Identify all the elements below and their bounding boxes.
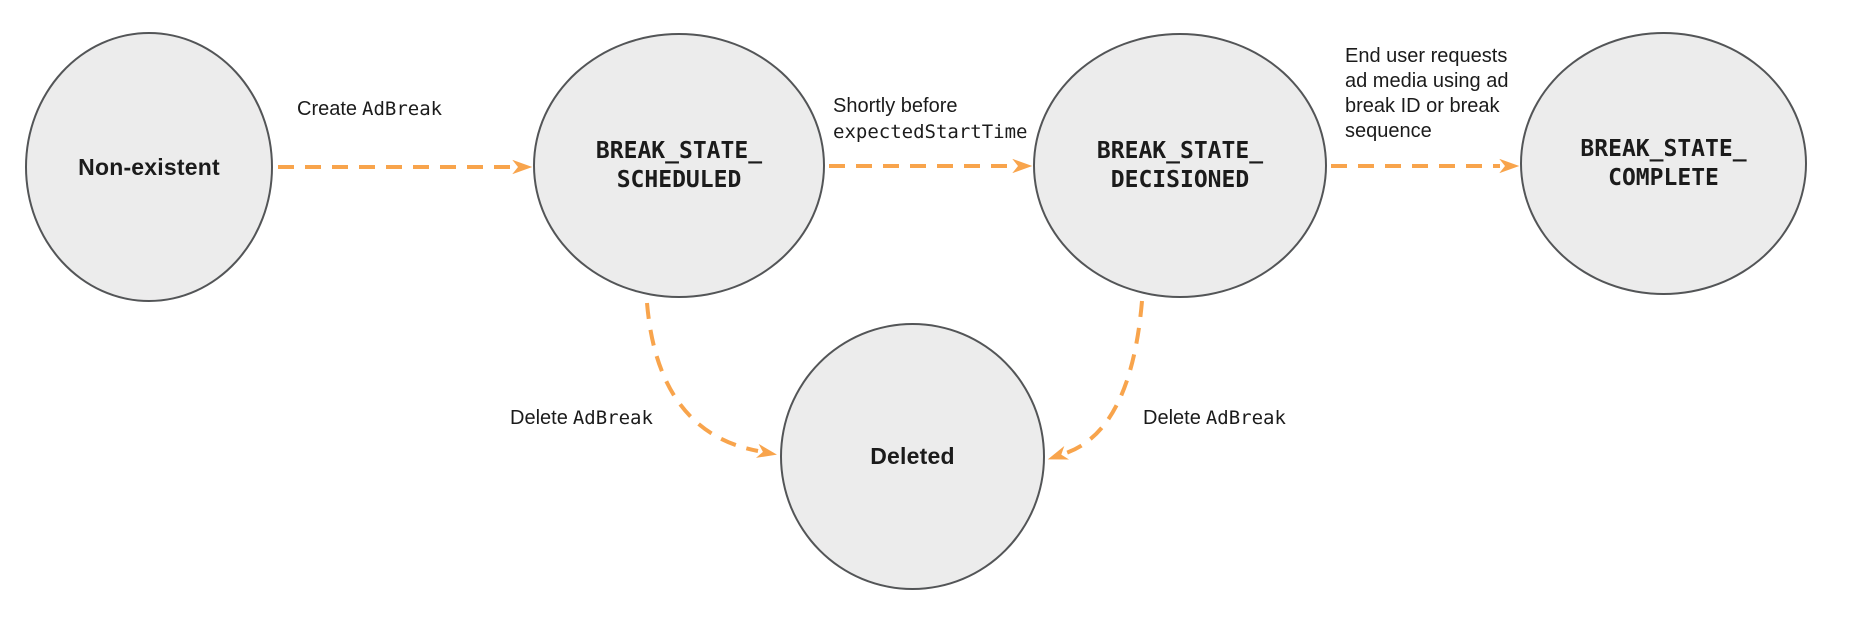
label-code: AdBreak xyxy=(572,407,653,429)
label-text: Delete xyxy=(510,407,568,429)
label-code: AdBreak xyxy=(1205,407,1286,429)
state-node-break-state-decisioned: BREAK_STATE_ DECISIONED xyxy=(1033,33,1327,298)
state-label-line2: DECISIONED xyxy=(1110,166,1250,193)
transition-arrow-delete-from-scheduled xyxy=(645,302,777,458)
state-label: Deleted xyxy=(870,443,955,469)
label-line: break ID or break xyxy=(1345,95,1500,117)
label-text: Delete xyxy=(1143,407,1201,429)
label-line: ad media using ad xyxy=(1345,70,1509,92)
label-line: End user requests xyxy=(1345,45,1508,67)
label-text: Create xyxy=(297,98,358,120)
label-code: expectedStartTime xyxy=(833,121,1028,143)
transition-label-shortly-before: Shortly before expectedStartTime xyxy=(833,93,1027,145)
label-text: Shortly before xyxy=(833,95,958,117)
state-label-line1: BREAK_STATE_ xyxy=(595,137,763,164)
state-node-break-state-complete: BREAK_STATE_ COMPLETE xyxy=(1520,32,1807,295)
label-line: sequence xyxy=(1345,120,1432,142)
transition-label-end-user-requests: End user requests ad media using ad brea… xyxy=(1345,44,1508,144)
state-label-line2: COMPLETE xyxy=(1608,164,1719,191)
state-label-line2: SCHEDULED xyxy=(616,166,742,193)
state-node-non-existent: Non-existent xyxy=(25,32,273,302)
state-label-line1: BREAK_STATE_ xyxy=(1096,137,1264,164)
state-label-line1: BREAK_STATE_ xyxy=(1580,135,1747,162)
state-node-deleted: Deleted xyxy=(780,323,1045,590)
state-label: Non-existent xyxy=(78,153,220,180)
state-node-break-state-scheduled: BREAK_STATE_ SCHEDULED xyxy=(533,33,825,298)
label-code: AdBreak xyxy=(362,98,443,120)
transition-arrow-delete-from-decisioned xyxy=(1047,300,1144,460)
